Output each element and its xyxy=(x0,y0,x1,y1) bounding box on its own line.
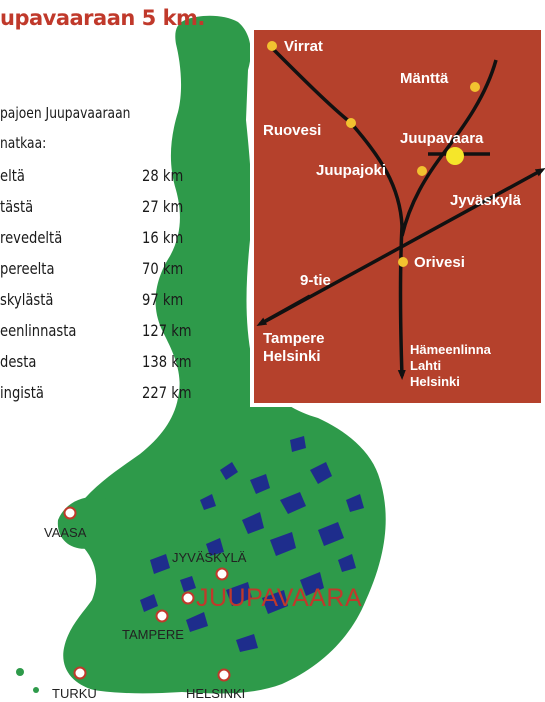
distance-km: 27 km xyxy=(142,197,184,216)
inset-label-helsinki-south: Helsinki xyxy=(410,374,460,389)
distance-row: eltä 28 km xyxy=(0,166,205,190)
headline: upavaaraan 5 km. xyxy=(0,6,205,30)
inset-label-hameenlinna: Hämeenlinna xyxy=(410,342,491,357)
inset-label-mantta: Mänttä xyxy=(400,70,449,87)
inset-background xyxy=(250,26,545,407)
inset-label-juupajoki: Juupajoki xyxy=(316,162,387,179)
lake xyxy=(242,512,264,534)
city-marker-juupavaara xyxy=(181,591,195,605)
lake xyxy=(338,554,356,572)
city-marker-jyvaskyla xyxy=(215,567,229,581)
island xyxy=(16,668,24,676)
town-dot-orivesi xyxy=(398,257,408,267)
city-marker-turku xyxy=(73,666,87,680)
inset-label-juupavaara: Juupavaara xyxy=(400,130,484,147)
distance-place: revedeltä xyxy=(0,228,63,247)
road-9-west-arrow xyxy=(256,294,311,326)
inset-label-lahti: Lahti xyxy=(410,358,442,373)
inset-label-helsinki-west: Helsinki xyxy=(263,348,321,365)
city-marker-tampere xyxy=(155,609,169,623)
distance-place: desta xyxy=(0,352,37,371)
city-label-tampere: TAMPERE xyxy=(122,627,184,642)
city-marker-vaasa xyxy=(63,506,77,520)
island xyxy=(33,687,39,693)
distance-place: pereelta xyxy=(0,259,55,278)
road-mantta-orivesi xyxy=(400,59,498,237)
city-marker-helsinki xyxy=(217,668,231,682)
lake xyxy=(262,590,288,614)
distance-row: desta 138 km xyxy=(0,352,205,376)
distance-place: tästä xyxy=(0,197,34,216)
inset-label-ruovesi: Ruovesi xyxy=(263,122,322,139)
distance-place: ingistä xyxy=(0,383,44,402)
city-label-helsinki: HELSINKI xyxy=(186,686,246,701)
town-dot-juupavaara xyxy=(446,147,464,165)
lake xyxy=(346,494,364,512)
inset-label-road-9: 9-tie xyxy=(300,272,331,289)
city-label-juupavaara: JUUPAVAARA xyxy=(196,584,363,612)
lake xyxy=(270,532,296,556)
distance-row: pereelta 70 km xyxy=(0,259,205,283)
city-label-turku: TURKU xyxy=(52,686,97,701)
inset-label-orivesi: Orivesi xyxy=(414,254,465,271)
lake xyxy=(318,522,344,546)
inset-label-tampere: Tampere xyxy=(263,330,325,347)
distance-row: revedeltä 16 km xyxy=(0,228,205,252)
intro-line-1: pajoen Juupavaaraan xyxy=(0,104,131,122)
town-dot-virrat xyxy=(267,41,277,51)
distance-place: eltä xyxy=(0,166,25,185)
lakes xyxy=(140,436,364,652)
distance-row: ingistä 227 km xyxy=(0,383,205,407)
lake xyxy=(180,576,196,592)
lake xyxy=(140,594,158,612)
lake xyxy=(280,492,306,514)
route-inset-map: Virrat Mänttä Ruovesi Juupavaara Juupajo… xyxy=(250,26,545,407)
lake xyxy=(150,554,170,574)
town-dot-juupajoki xyxy=(417,166,427,176)
intro-line-2: natkaa: xyxy=(0,134,47,152)
distance-place: eenlinnasta xyxy=(0,321,77,340)
city-label-vaasa: VAASA xyxy=(44,525,87,540)
road-south xyxy=(397,225,406,380)
lake xyxy=(300,572,324,596)
distance-km: 138 km xyxy=(142,352,192,371)
lake xyxy=(236,634,258,652)
distance-km: 97 km xyxy=(142,290,184,309)
inset-roads xyxy=(256,41,545,380)
lake xyxy=(310,462,332,484)
lake xyxy=(250,474,270,494)
distance-km: 127 km xyxy=(142,321,192,340)
distance-km: 16 km xyxy=(142,228,184,247)
lake xyxy=(206,538,224,556)
distance-km: 227 km xyxy=(142,383,192,402)
lake xyxy=(220,462,238,480)
distance-km: 70 km xyxy=(142,259,184,278)
finland-landmass xyxy=(63,15,386,694)
inset-label-virrat: Virrat xyxy=(284,38,323,55)
town-dot-mantta xyxy=(470,82,480,92)
distance-row: tästä 27 km xyxy=(0,197,205,221)
lake xyxy=(226,582,252,606)
distance-place: skylästä xyxy=(0,290,54,309)
lake xyxy=(200,494,216,510)
distance-row: skylästä 97 km xyxy=(0,290,205,314)
inset-label-jyvaskyla: Jyväskylä xyxy=(450,192,521,209)
city-label-jyvaskyla: JYVÄSKYLÄ xyxy=(172,550,247,565)
town-dot-ruovesi xyxy=(346,118,356,128)
lake xyxy=(290,436,306,452)
distance-row: eenlinnasta 127 km xyxy=(0,321,205,345)
city-markers xyxy=(63,506,231,682)
lake xyxy=(186,612,208,632)
distance-km: 28 km xyxy=(142,166,184,185)
